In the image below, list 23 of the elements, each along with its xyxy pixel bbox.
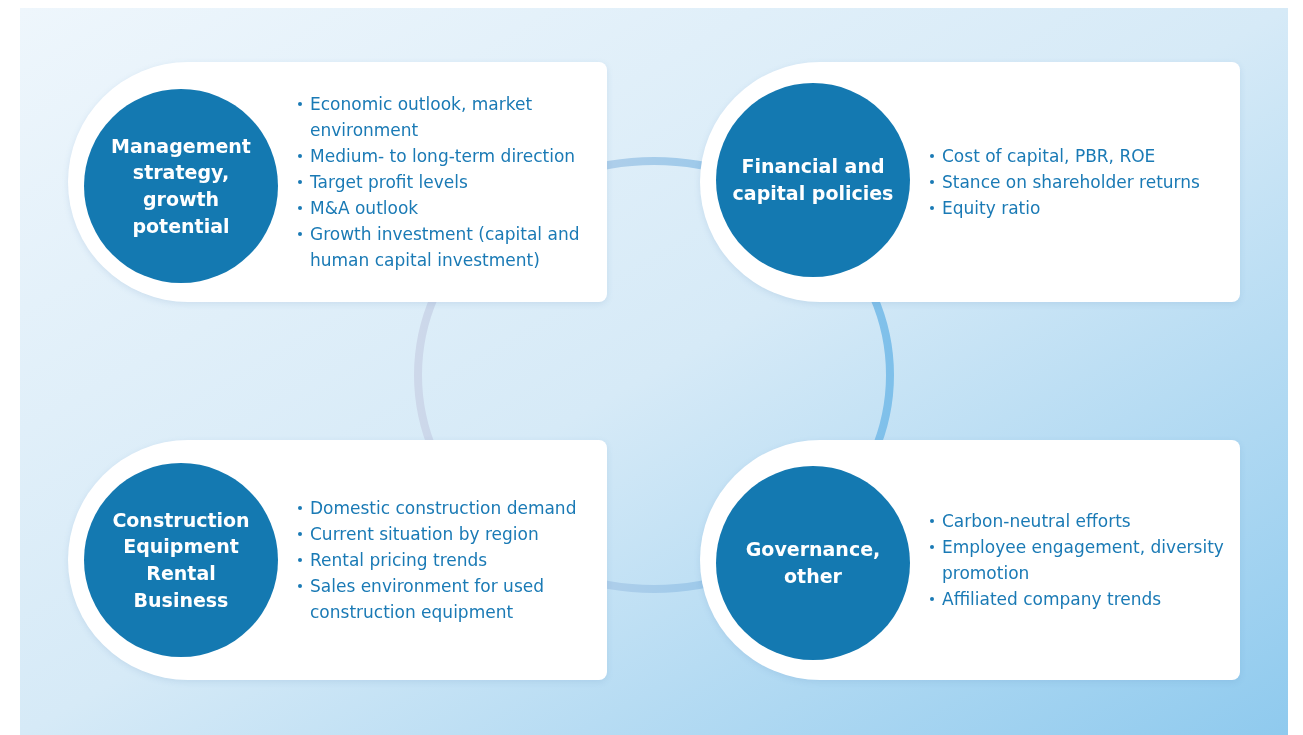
bullet-item: Sales environment for used construction equipment xyxy=(296,573,601,625)
topic-title: Financial and capital policies xyxy=(731,154,895,206)
bullet-item: Employee engagement, diversity promotion xyxy=(928,534,1233,586)
bullet-item: M&A outlook xyxy=(296,195,601,221)
bullet-item: Affiliated company trends xyxy=(928,586,1233,612)
topic-card xyxy=(68,440,607,680)
bullet-item: Current situation by region xyxy=(296,521,601,547)
topic-card xyxy=(700,440,1240,680)
bullet-item: Domestic construction demand xyxy=(296,495,601,521)
topic-title: Governance, other xyxy=(744,537,882,589)
bullet-item: Stance on shareholder returns xyxy=(928,169,1233,195)
bullet-item: Target profit levels xyxy=(296,169,601,195)
topic-title: Management strategy, growth potential xyxy=(110,133,252,239)
bullet-item: Carbon-neutral efforts xyxy=(928,508,1233,534)
bullet-item: Growth investment (capital and human capital investment) xyxy=(296,221,601,273)
topic-card xyxy=(700,62,1240,302)
bullet-item: Medium- to long-term direction xyxy=(296,143,601,169)
bullet-item: Economic outlook, market environment xyxy=(296,91,601,143)
bullet-item: Cost of capital, PBR, ROE xyxy=(928,143,1233,169)
topic-card xyxy=(68,62,607,302)
bullet-item: Rental pricing trends xyxy=(296,547,601,573)
bullet-item: Equity ratio xyxy=(928,195,1233,221)
topic-title: Construction Equipment Rental Business xyxy=(111,507,251,613)
